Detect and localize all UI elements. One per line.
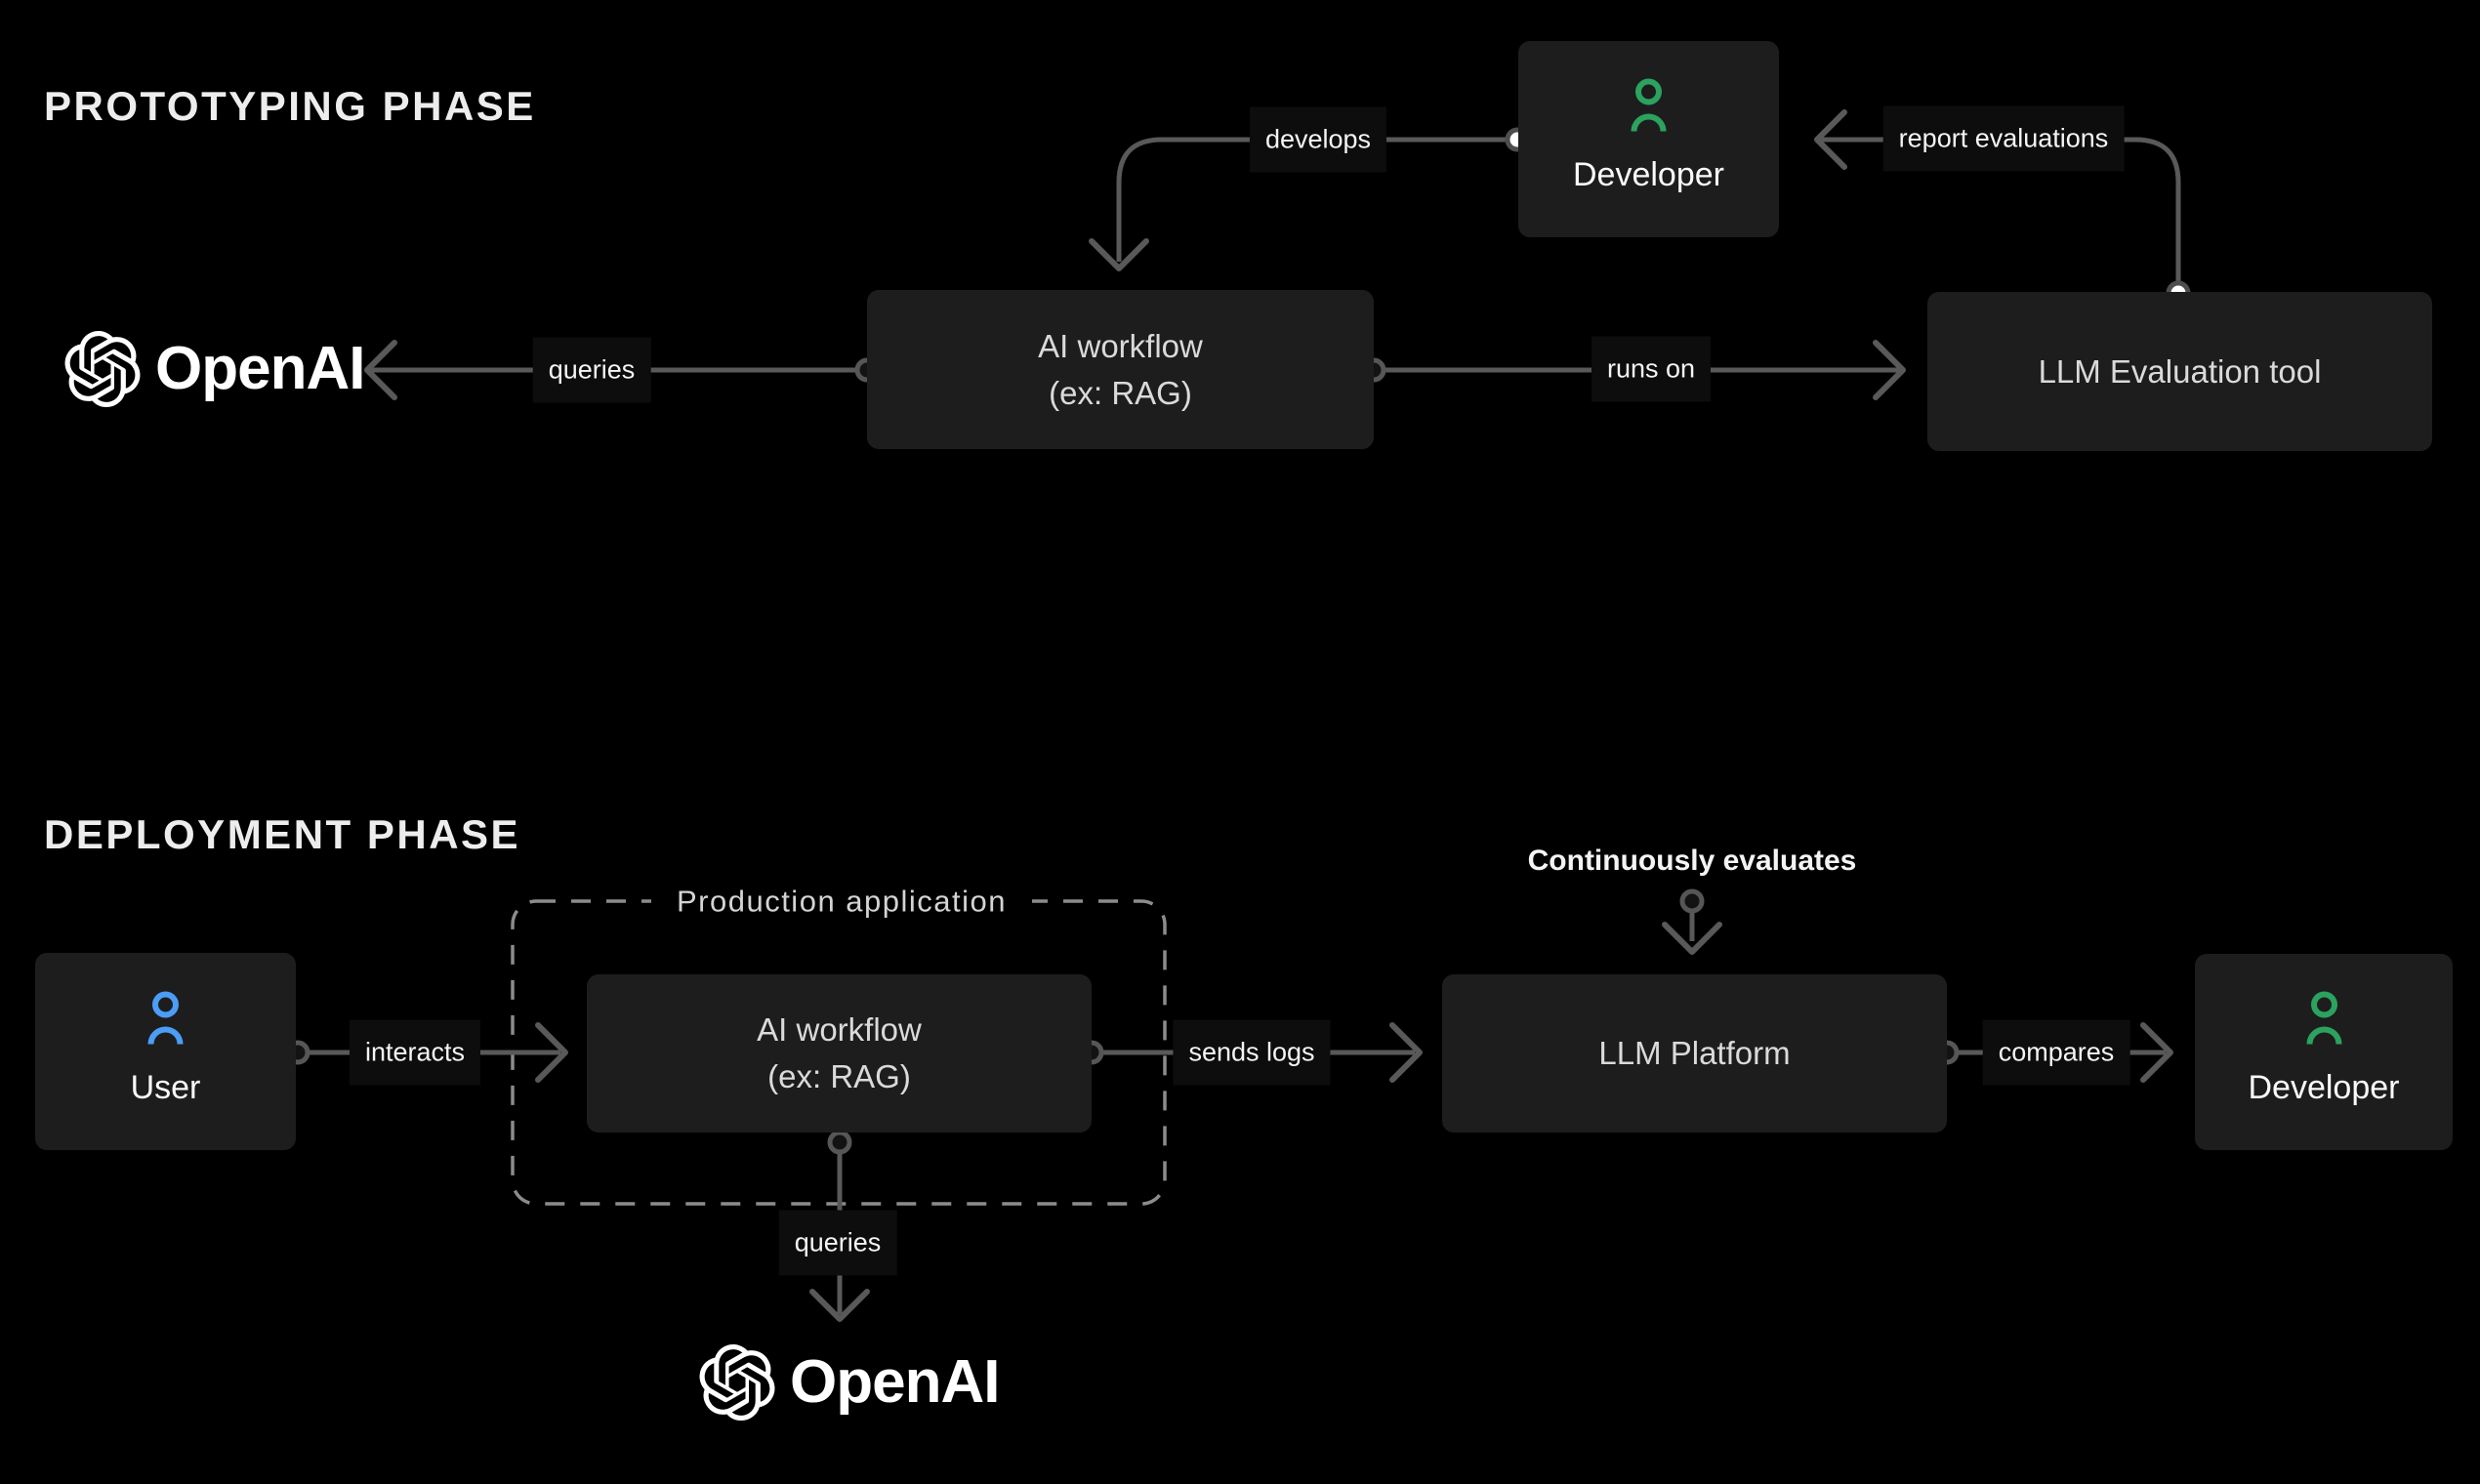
node-llm-evaluation-tool: LLM Evaluation tool xyxy=(1927,292,2432,451)
node-label: AI workflow xyxy=(1038,327,1203,364)
node-label: LLM Evaluation tool xyxy=(2038,352,2322,390)
openai-wordmark: OpenAI xyxy=(790,1348,1000,1416)
node-sublabel: (ex: RAG) xyxy=(767,1058,911,1094)
node-sublabel: (ex: RAG) xyxy=(1049,374,1192,411)
production-application-label: Production application xyxy=(650,881,1033,922)
prototyping-phase-title: PROTOTYPING PHASE xyxy=(44,83,536,129)
deployment-phase-title: DEPLOYMENT PHASE xyxy=(44,811,521,857)
node-label: LLM Platform xyxy=(1598,1035,1791,1072)
node-label: Developer xyxy=(1573,156,1724,194)
node-user: User xyxy=(35,953,296,1150)
openai-wordmark: OpenAI xyxy=(155,335,365,402)
openai-logo-icon xyxy=(699,1344,775,1421)
node-label: User xyxy=(130,1068,201,1106)
edge-label-sends-logs: sends logs xyxy=(1173,1019,1331,1086)
person-icon xyxy=(1631,78,1667,133)
edge-label-runs-on: runs on xyxy=(1591,336,1712,402)
edge-label-continuously-evaluates: Continuously evaluates xyxy=(1527,845,1857,877)
edge-report-evaluations-line xyxy=(1814,109,2181,288)
node-ai-workflow-deployment: AI workflow (ex: RAG) xyxy=(587,974,1092,1133)
edge-develops-line xyxy=(1089,137,1515,271)
edge-label-compares: compares xyxy=(1982,1019,2130,1086)
edge-label-interacts: interacts xyxy=(349,1019,481,1086)
edge-label-develops: develops xyxy=(1249,106,1387,173)
edge-label-queries-top: queries xyxy=(532,337,651,403)
person-icon xyxy=(147,991,184,1045)
node-label: Developer xyxy=(2248,1069,2400,1107)
openai-logo-bottom: OpenAI xyxy=(699,1344,1000,1421)
node-developer-deployment: Developer xyxy=(2195,954,2453,1150)
node-developer-prototyping: Developer xyxy=(1518,41,1779,237)
node-ai-workflow-prototyping: AI workflow (ex: RAG) xyxy=(867,290,1374,449)
person-icon xyxy=(2306,991,2341,1046)
openai-logo-icon xyxy=(64,331,141,407)
openai-logo-top: OpenAI xyxy=(64,331,365,407)
edge-label-queries-bottom: queries xyxy=(778,1210,897,1276)
node-llm-platform: LLM Platform xyxy=(1442,974,1947,1133)
edge-label-report-evaluations: report evaluations xyxy=(1882,105,2125,172)
edge-continuously-evaluates-line xyxy=(1662,912,1722,955)
node-label: AI workflow xyxy=(757,1011,922,1049)
